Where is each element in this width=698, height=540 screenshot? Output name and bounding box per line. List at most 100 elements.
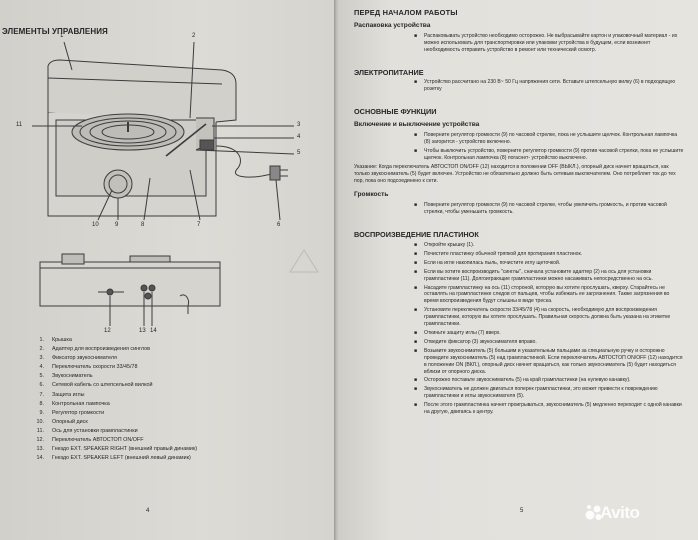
bullet-icon: ■ [414, 338, 418, 345]
callout-7: 7 [197, 222, 201, 228]
parts-legend: 1.Крышка 2.Адаптер для воспроизведения с… [28, 336, 328, 463]
callout-13: 13 [139, 328, 146, 334]
list-item-text: После этого грампластинка начнет проигры… [424, 402, 682, 416]
list-item: ■ После этого грампластинка начнет проигр… [354, 402, 684, 416]
avito-watermark: Avito [600, 503, 640, 522]
callout-14: 14 [150, 328, 157, 334]
legend-item: 5.Звукосниматель [39, 373, 93, 380]
section-heading: ОСНОВНЫЕ ФУНКЦИИ [354, 107, 437, 117]
bullet-icon: ■ [414, 32, 418, 39]
callout-1: 1 [60, 33, 64, 39]
book-gutter [334, 0, 340, 540]
bullet-icon: ■ [414, 259, 418, 266]
right-page: ПЕРЕД НАЧАЛОМ РАБОТЫ Распаковка устройст… [338, 0, 698, 540]
callout-3: 3 [297, 122, 301, 128]
list-item: ■ Отведите фиксатор (3) звукоснимателя вп… [354, 339, 684, 346]
callout-6: 6 [277, 222, 281, 228]
list-item-text: Возьмите звукосниматель (5) большим и ук… [424, 347, 683, 375]
bullet-icon: ■ [414, 242, 418, 249]
power-cable [215, 145, 273, 178]
note-text: Указание: Когда переключатель АВТОСТОП O… [354, 163, 676, 184]
list-item-text: Почистите пластинку обычной тряпкой для … [424, 250, 583, 257]
list-item: ■ Если на игле накопилась пыль, почистите… [354, 260, 684, 267]
bullet-icon: ■ [414, 284, 418, 291]
bullet-icon: ■ [414, 132, 418, 139]
section-heading: Громкость [354, 191, 389, 199]
bullet-icon: ■ [414, 402, 418, 409]
list-item: ■ Распаковывать устройство необходимо ост… [354, 33, 684, 54]
list-item: ■ Звукосниматель не должен двигаться попе… [354, 386, 684, 400]
page-number-left: 4 [146, 508, 150, 514]
list-item-text: Откройте крышку (1). [424, 242, 475, 249]
list-item-text: Поверните регулятор громкости (9) по час… [424, 132, 678, 145]
legend-item: 14.Гнездо EXT. SPEAKER LEFT (внешний лев… [36, 455, 191, 462]
list-item-text: Распаковывать устройство необходимо осто… [424, 32, 678, 53]
section-heading: Распаковка устройства [354, 21, 431, 29]
legend-item: 3.Фиксатор звукоснимателя [39, 355, 117, 362]
legend-item: 12.Переключатель АВТОСТОП ON/OFF [36, 437, 144, 444]
bullet-icon: ■ [414, 202, 418, 209]
legend-item: 11.Ось для установки грампластинки [36, 427, 138, 434]
list-item: ■ Установите переключатель скорости 33/45… [354, 307, 684, 328]
bullet-icon: ■ [414, 377, 418, 384]
callout-11: 11 [16, 122, 23, 128]
turntable-diagram [32, 41, 319, 326]
legend-item: 4.Переключатель скорости 33/45/78 [39, 364, 138, 371]
list-item: ■ Чтобы выключить устройство, поверните р… [354, 148, 684, 162]
legend-item: 6.Сетевой кабель со штепсельной вилкой [39, 382, 153, 389]
list-item: ■ Насадите грампластинку на ось (11) стор… [354, 285, 684, 306]
legend-item: 1.Крышка [39, 337, 72, 343]
list-item-text: Звукосниматель не должен двигаться попер… [424, 386, 658, 400]
volume-knob [103, 169, 133, 199]
legend-item: 8.Контрольная лампочка [39, 400, 110, 407]
legend-item: 2.Адаптер для воспроизведения синглов [39, 346, 151, 353]
callout-12: 12 [104, 328, 111, 334]
list-item-text: Чтобы выключить устройство, поверните ре… [424, 147, 684, 161]
list-item-text: Если на игле накопилась пыль, почистите … [424, 259, 561, 266]
list-item-text: Если вы хотите воспроизводить "синглы", … [424, 268, 653, 282]
left-page: ЭЛЕМЕНТЫ УПРАВЛЕНИЯ [0, 0, 336, 540]
callout-9: 9 [115, 222, 119, 228]
section-heading: ЭЛЕКТРОПИТАНИЕ [354, 67, 424, 77]
callout-8: 8 [141, 222, 145, 228]
page-number-right: 5 [520, 508, 524, 514]
list-item: ■ Возьмите звукосниматель (5) большим и у… [354, 348, 684, 376]
avito-logo-icon [585, 505, 602, 520]
bullet-icon: ■ [414, 386, 418, 393]
lid-top [47, 59, 237, 123]
bullet-icon: ■ [414, 268, 418, 275]
legend-item: 9.Регулятор громкости [39, 409, 105, 416]
bullet-icon: ■ [414, 347, 418, 354]
section-heading: ВОСПРОИЗВЕДЕНИЕ ПЛАСТИНОК [354, 230, 479, 240]
callout-5: 5 [297, 150, 301, 156]
section-title-controls: ЭЛЕМЕНТЫ УПРАВЛЕНИЯ [2, 27, 108, 36]
bullet-icon: ■ [414, 250, 418, 257]
bullet-icon: ■ [414, 307, 418, 314]
list-item-text: Установите переключатель скорости 33/45/… [424, 307, 671, 328]
section-heading: Включение и выключение устройства [354, 121, 480, 129]
list-item: ■ Откройте крышку (1). [354, 242, 684, 249]
list-item: ■ Откиньте защиту иглы (7) вверх. [354, 330, 684, 337]
list-item: ■ Если вы хотите воспроизводить "синглы",… [354, 269, 684, 283]
list-item-text: Отведите фиксатор (3) звукоснимателя впр… [424, 338, 537, 345]
legend-item: 10.Опорный диск [36, 418, 88, 425]
callout-10: 10 [92, 222, 99, 228]
list-item-text: Устройство рассчитано на 230 В~ 50 Гц на… [424, 79, 676, 93]
list-item-text: Поверните регулятор громкости (9) по час… [424, 202, 667, 216]
player-body-back [39, 261, 221, 307]
bullet-icon: ■ [414, 330, 418, 336]
list-item: ■ Поверните регулятор громкости (9) по ча… [354, 132, 684, 146]
list-item-text: Осторожно поставьте звукосниматель (5) н… [424, 377, 631, 384]
list-item-text: Откиньте защиту иглы (7) вверх. [424, 330, 501, 336]
list-item: ■ Поверните регулятор громкости (9) по ча… [354, 202, 684, 216]
page-title: ПЕРЕД НАЧАЛОМ РАБОТЫ [354, 8, 458, 17]
bullet-icon: ■ [414, 147, 418, 154]
list-item: ■ Осторожно поставьте звукосниматель (5) … [354, 377, 684, 384]
list-item-text: Насадите грампластинку на ось (11) сторо… [424, 284, 670, 305]
legend-item: 7.Защита иглы [39, 391, 85, 398]
bullet-icon: ■ [414, 79, 418, 86]
list-item: ■ Устройство рассчитано на 230 В~ 50 Гц н… [354, 79, 684, 93]
callout-2: 2 [192, 33, 196, 39]
right-page-content: ПЕРЕД НАЧАЛОМ РАБОТЫ Распаковка устройст… [354, 8, 684, 418]
list-item: ■ Почистите пластинку обычной тряпкой для… [354, 251, 684, 258]
